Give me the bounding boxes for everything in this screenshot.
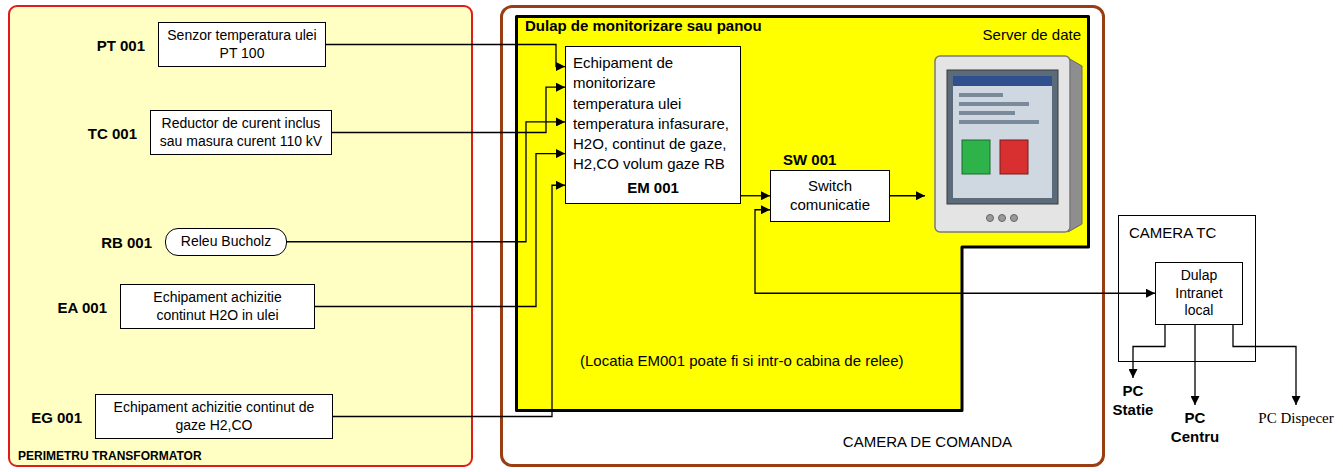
connector-arrow: [755, 210, 1155, 294]
pc-titlebar: [953, 76, 1052, 86]
connector-arrow: [1194, 325, 1195, 406]
tag-label: SW 001: [783, 151, 836, 168]
tag-label: TC 001: [88, 124, 137, 141]
acquisition-box: EG 001Echipament achizitie continut de g…: [95, 394, 333, 439]
connector-arrow: [287, 122, 565, 242]
box-text: PC Dispecer: [1256, 409, 1336, 428]
pc-screen-line: [959, 93, 1003, 97]
transformer-region: PERIMETRU TRANSFORMATORPT 001Senzor temp…: [8, 5, 473, 467]
pc-label: PC Statie: [1106, 378, 1160, 420]
pc-window: [953, 76, 1052, 198]
panel-title: Dulap de monitorizare sau panou: [525, 17, 762, 34]
box-text: Echipament achizitie continut H2O in ule…: [127, 289, 308, 324]
device-title: Server de date: [983, 26, 1081, 43]
tag-label: EG 001: [31, 408, 82, 425]
box-text: Reductor de curent inclus sau masura cur…: [157, 115, 325, 150]
connector-arrow: [326, 45, 565, 67]
box-text: Switch comunicatie: [777, 177, 883, 215]
room-region: CAMERA DE COMANDA Dulap de monitorizare s…: [500, 5, 1105, 467]
room-box: CAMERA TC Dulap Intranet local: [1118, 215, 1256, 362]
connector-arrow: [741, 195, 770, 196]
tag-label: EA 001: [58, 298, 107, 315]
pc-button: [987, 215, 994, 222]
tag-label: PT 001: [97, 36, 145, 53]
pc-screen-line: [959, 111, 1015, 115]
pc-screen: [947, 70, 1058, 204]
region-title: CAMERA DE COMANDA: [843, 433, 1012, 450]
tag-label: EM 001: [573, 179, 733, 198]
monitor-box: Echipament de monitorizare temperatura u…: [565, 46, 741, 204]
tag-label: RB 001: [101, 233, 152, 250]
current-box: TC 001Reductor de curent inclus sau masu…: [150, 110, 332, 155]
pc-screen-line: [959, 120, 1039, 124]
sensor-box: PT 001Senzor temperatura ulei PT 100: [158, 22, 326, 67]
connector-arrow: [1233, 325, 1296, 406]
server-area: Server de date: [925, 22, 1085, 235]
relay-pill: RB 001Releu Bucholz: [165, 228, 287, 256]
server-panel-pc: [935, 56, 1082, 232]
pc-screen-line: [959, 102, 1029, 106]
box-text: Echipament de monitorizare temperatura u…: [573, 53, 733, 175]
region-title: PERIMETRU TRANSFORMATOR: [18, 449, 202, 463]
note-text: (Locatia EM001 poate fi si intr-o cabina…: [580, 352, 952, 371]
connector-arrow: [315, 154, 565, 307]
box-text: Dulap Intranet local: [1159, 267, 1239, 320]
pc-button: [1011, 215, 1018, 222]
box-text: Senzor temperatura ulei PT 100: [165, 27, 319, 62]
box-text: CAMERA TC: [1129, 224, 1245, 243]
pc-label: PC Dispecer: [1256, 405, 1336, 428]
connector-arrow: [1133, 325, 1165, 379]
box-text: Releu Bucholz: [172, 233, 280, 251]
pc-label: PC Centru: [1165, 405, 1225, 447]
acquisition-box: EA 001Echipament achizitie continut H2O …: [120, 284, 315, 329]
intranet-box: Dulap Intranet local: [1155, 262, 1243, 325]
pc-side: [1068, 58, 1082, 232]
switch-box: SW 001Switch comunicatie: [770, 170, 890, 222]
connector-arrow: [333, 185, 565, 416]
pc-button: [999, 215, 1006, 222]
pc-red-block: [1000, 140, 1028, 174]
pc-bezel: [935, 56, 1070, 232]
panel-outline-path: [517, 17, 1089, 411]
pc-green-block: [962, 140, 990, 174]
box-text: Echipament achizitie continut de gaze H2…: [102, 399, 326, 434]
connector-arrow: [332, 87, 565, 132]
connector-arrow: [890, 195, 925, 196]
box-text: PC Centru: [1165, 409, 1225, 447]
box-text: PC Statie: [1106, 382, 1160, 420]
